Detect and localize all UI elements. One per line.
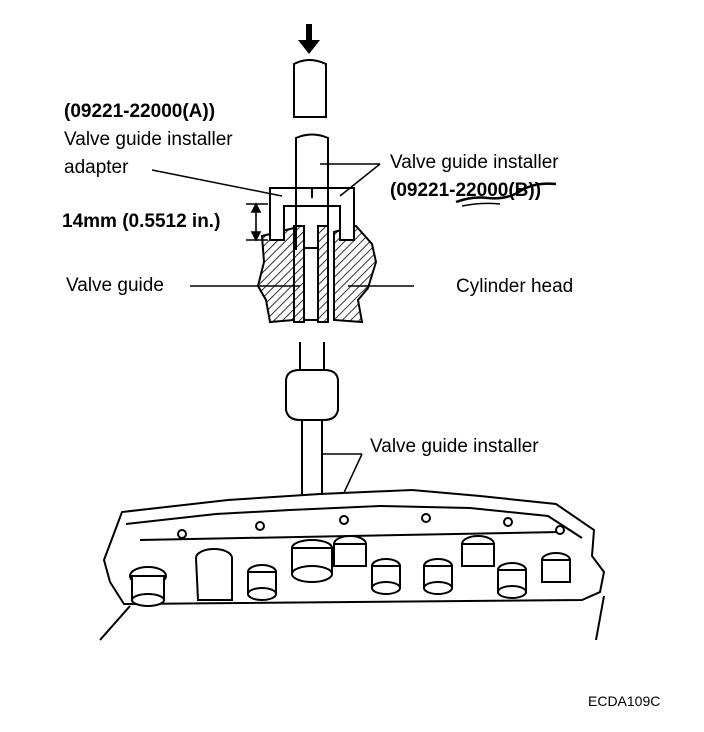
installer-adapter [269,187,355,250]
bolt-hole [177,513,565,539]
installer-shaft-upper [295,133,329,189]
valve-boss [497,562,527,599]
valve-boss [247,564,277,601]
scribble-mark [455,182,557,207]
valve-boss [371,558,401,595]
valve-boss [333,535,367,567]
figure-code-label: ECDA109C [588,693,661,709]
valve-guide-section [293,225,329,323]
cylinder-head-block [99,488,606,641]
valve-boss [423,558,453,595]
adapter-name-label-line2: adapter [64,157,129,178]
installer-drift-top [293,59,327,118]
valve-guide-label: Valve guide [66,275,164,296]
installer-part-number-label: (09221-22000(B)) [390,180,542,201]
adapter-name-label: Valve guide installer [64,129,233,150]
adapter-part-number-label: (09221-22000(A)) [64,101,216,122]
valve-boss [541,552,571,583]
cylinder-head-label: Cylinder head [456,276,574,297]
cylinder-head-section [256,224,378,324]
installer-socket [291,539,333,583]
dimension-label: 14mm (0.5512 in.) [62,211,221,232]
arrow-down-icon [298,24,320,54]
installer-lower-label: Valve guide installer [370,436,539,457]
dimension-marker [246,202,268,242]
valve-boss [129,566,167,607]
valve-boss [195,548,233,601]
installer-name-label: Valve guide installer [390,152,559,173]
valve-boss [461,535,495,567]
